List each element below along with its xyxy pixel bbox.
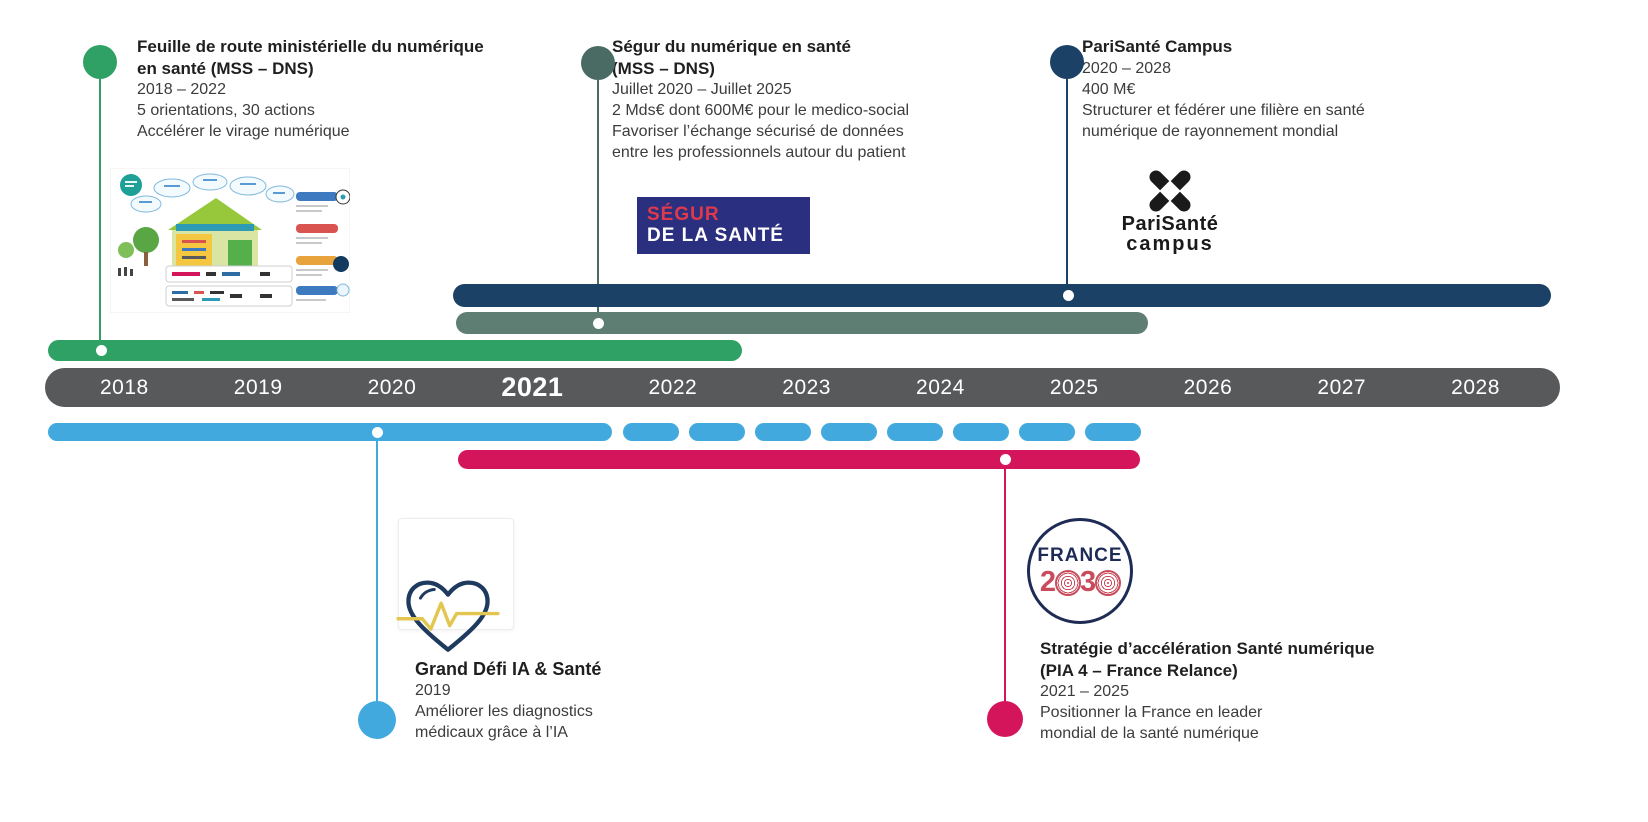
event-feuille-detail2: Accélérer le virage numérique — [137, 123, 350, 140]
year-2025: 2025 — [1049, 375, 1099, 399]
year-2026: 2026 — [1183, 375, 1233, 399]
year-2018: 2018 — [100, 375, 149, 399]
connector-grand-defi — [376, 432, 378, 720]
event-strategie-detail2: mondial de la santé numérique — [1040, 725, 1259, 742]
event-segur-detail2: Favoriser l’échange sécurisé de données — [612, 123, 904, 140]
roadmap-trees-people — [118, 227, 159, 276]
bar-grand-defi-marker-dot — [372, 426, 383, 438]
event-segur-text: Ségur du numérique en santé (MSS – DNS) … — [612, 36, 909, 163]
timeline-axis: 2018 2019 2020 2021 2022 2023 2024 2025 … — [45, 368, 1560, 407]
segur-de-la-sante-logo: SÉGUR DE LA SANTÉ — [637, 197, 810, 254]
parisante-x-cross-icon — [1149, 170, 1191, 212]
france-2030-zero-icon — [1055, 569, 1081, 596]
roadmap-action-boxes — [165, 265, 293, 307]
event-segur-detail3: entre les professionnels autour du patie… — [612, 144, 906, 161]
bar-strategie — [458, 450, 1140, 469]
grand-defi-icon-card — [398, 518, 514, 630]
roadmap-side-labels — [296, 192, 338, 301]
event-grand-defi-text: Grand Défi IA & Santé 2019 Améliorer les… — [415, 658, 601, 743]
bar-grand-defi-dash — [953, 423, 1009, 441]
bar-strategie-marker-dot — [1000, 454, 1011, 465]
bar-grand-defi-dash — [887, 423, 943, 441]
france-2030-year: 2 3 — [1039, 566, 1122, 598]
event-segur-title-line2: (MSS – DNS) — [612, 58, 715, 78]
year-2022: 2022 — [648, 375, 698, 399]
year-2023: 2023 — [782, 375, 831, 399]
connector-strategie — [1004, 460, 1006, 719]
france-2030-badge: FRANCE 2 3 — [1027, 518, 1133, 624]
event-grand-defi-period: 2019 — [415, 682, 451, 699]
year-2027: 2027 — [1317, 375, 1367, 399]
bar-grand-defi-dash — [755, 423, 811, 441]
connector-feuille — [99, 79, 101, 350]
parisante-logo-word1: PariSanté — [1121, 213, 1219, 235]
event-feuille-text: Feuille de route ministérielle du numéri… — [137, 36, 484, 142]
connector-parisante — [1066, 79, 1068, 296]
event-strategie-period: 2021 – 2025 — [1040, 683, 1129, 700]
segur-logo-line2: DE LA SANTÉ — [647, 225, 784, 246]
event-strategie-detail1: Positionner la France en leader — [1040, 704, 1263, 721]
event-parisante-budget: 400 M€ — [1082, 80, 1136, 98]
bar-grand-defi — [48, 423, 612, 441]
event-feuille-title-line1: Feuille de route ministérielle du numéri… — [137, 37, 484, 56]
event-marker-feuille — [83, 45, 117, 79]
year-2020: 2020 — [367, 375, 417, 399]
roadmap-drop-logo — [120, 174, 142, 196]
parisante-campus-logo: PariSanté campus — [1100, 168, 1240, 254]
event-strategie-title-line1: Stratégie d’accélération Santé numérique — [1040, 639, 1375, 658]
connector-segur — [597, 80, 599, 323]
bar-parisante-marker-dot — [1063, 290, 1074, 301]
bar-grand-defi-dash — [1085, 423, 1141, 441]
event-parisante-title: PariSanté Campus — [1082, 37, 1233, 56]
year-2028: 2028 — [1451, 375, 1500, 399]
event-strategie-title-line2: (PIA 4 – France Relance) — [1040, 660, 1238, 680]
bar-grand-defi-dash — [1019, 423, 1075, 441]
event-parisante-period: 2020 – 2028 — [1082, 59, 1171, 77]
event-segur-title-line1: Ségur du numérique en santé — [612, 37, 851, 56]
event-feuille-title-line2: en santé (MSS – DNS) — [137, 58, 314, 78]
bar-parisante — [453, 284, 1551, 307]
roadmap-badges — [333, 189, 350, 297]
event-grand-defi-detail1: Améliorer les diagnostics — [415, 703, 593, 720]
event-parisante-detail1: Structurer et fédérer une filière en san… — [1082, 101, 1365, 119]
year-2021-highlighted: 2021 — [501, 372, 564, 402]
roadmap-clouds — [130, 173, 295, 213]
bar-feuille — [48, 340, 742, 361]
parisante-logo-word2: campus — [1126, 233, 1214, 255]
france-2030-digit-2: 2 — [1039, 566, 1056, 598]
event-marker-strategie — [987, 701, 1023, 737]
event-grand-defi-title: Grand Défi IA & Santé — [415, 659, 602, 679]
event-segur-detail1: 2 Mds€ dont 600M€ pour le medico-social — [612, 102, 910, 119]
france-2030-digit-3: 3 — [1080, 566, 1097, 598]
year-2019: 2019 — [233, 375, 283, 399]
event-feuille-detail1: 5 orientations, 30 actions — [137, 102, 315, 119]
bar-segur — [456, 312, 1148, 334]
event-segur-period: Juillet 2020 – Juillet 2025 — [612, 81, 792, 98]
event-feuille-period: 2018 – 2022 — [137, 81, 226, 98]
bar-grand-defi-dash — [821, 423, 877, 441]
event-strategie-text: Stratégie d’accélération Santé numérique… — [1040, 638, 1374, 744]
france-2030-zero-icon — [1095, 569, 1122, 596]
bar-grand-defi-dash — [623, 423, 679, 441]
year-2024: 2024 — [916, 375, 965, 399]
event-marker-grand-defi — [358, 701, 396, 739]
bar-grand-defi-dash — [689, 423, 745, 441]
bar-feuille-marker-dot — [96, 345, 107, 356]
segur-logo-line1: SÉGUR — [647, 204, 720, 225]
event-marker-segur — [581, 46, 615, 80]
event-parisante-detail2: numérique de rayonnement mondial — [1082, 122, 1339, 140]
roadmap-cloud-text — [139, 179, 285, 203]
france-2030-word: FRANCE — [1037, 545, 1123, 566]
event-marker-parisante — [1050, 45, 1084, 79]
event-parisante-text: PariSanté Campus 2020 – 2028 400 M€ Stru… — [1082, 36, 1365, 142]
heart-pulse-icon — [396, 580, 500, 652]
roadmap-infographic-icon — [110, 168, 350, 313]
event-grand-defi-detail2: médicaux grâce à l’IA — [415, 724, 568, 741]
bar-segur-marker-dot — [593, 317, 604, 329]
